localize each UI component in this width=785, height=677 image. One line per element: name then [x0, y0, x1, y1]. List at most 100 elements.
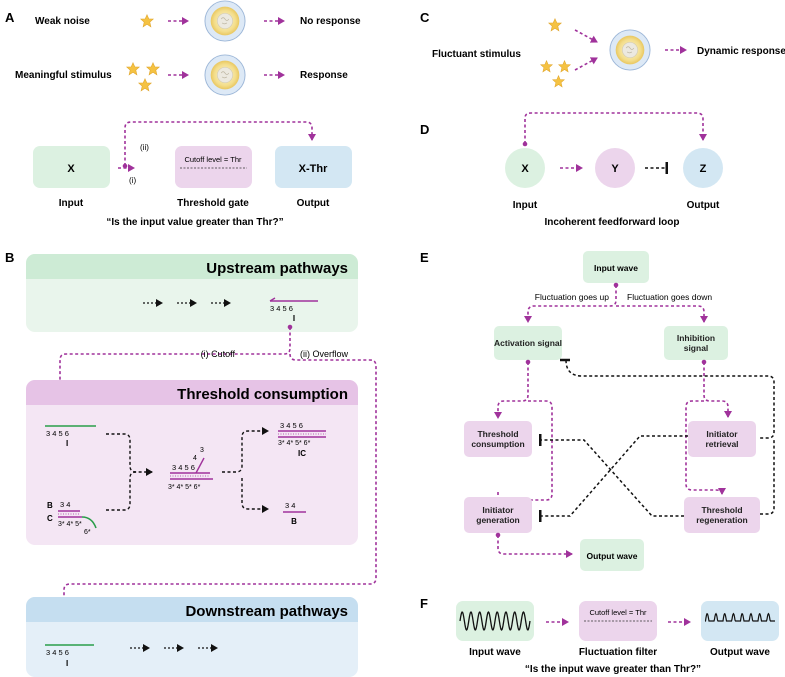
caption: Incoherent feedforward loop [544, 217, 679, 228]
output-wave-node [580, 539, 644, 571]
node-y-label: Y [611, 163, 619, 175]
domain-labels: 3 4 5 6 [280, 421, 303, 430]
domain-labels: 3 4 5 6 [172, 463, 195, 472]
marker-i: (i) [129, 176, 136, 185]
panel-letter: D [420, 122, 429, 137]
downstream-title: Downstream pathways [185, 603, 348, 620]
star-icon [146, 62, 160, 76]
panel-letter: C [420, 10, 430, 25]
node-y [595, 148, 635, 188]
panel-letter: F [420, 596, 428, 611]
strand-b-label: B [47, 501, 53, 510]
domain-4: 4 [193, 455, 197, 462]
split-arrow [241, 478, 269, 513]
cell-icon [204, 54, 246, 96]
no-response-label: No response [300, 16, 361, 27]
goes-up-label: Fluctuation goes up [535, 292, 609, 302]
overflow-label: (ii) Overflow [300, 349, 349, 359]
fluctuation-filter-label: Fluctuation filter [579, 647, 657, 658]
domain-labels: 3* 4* 5* 6* [168, 484, 201, 491]
strand-i-label: I [293, 314, 295, 323]
activation-to-retrieval-line [565, 359, 775, 439]
cell-icon [204, 0, 246, 42]
input-label: Input [59, 198, 84, 209]
input-box-label: X [67, 163, 75, 175]
panel-letter: E [420, 250, 429, 265]
input-wave-trace [459, 611, 531, 631]
star-icon [138, 78, 152, 92]
domain-labels: 3 4 5 6 [46, 429, 69, 438]
goes-down-label: Fluctuation goes down [627, 292, 712, 302]
strand-ic-complex: 3 4 5 6 3* 4* 5* 6* IC [278, 421, 326, 458]
dynamic-response-label: Dynamic response [697, 46, 785, 57]
weak-noise-label: Weak noise [35, 16, 90, 27]
output-wave-label: Output wave [586, 551, 637, 561]
output-label: Output [297, 198, 330, 209]
domain-6star: 6* [84, 529, 91, 536]
regeneration-link [760, 438, 775, 515]
domain-labels: 3* 4* 5* 6* [278, 440, 311, 447]
dashed-arrow [574, 29, 598, 43]
threshold-regeneration-label: Threshold regeneration [696, 505, 748, 525]
threshold-consumption-panel [26, 380, 358, 545]
input-wave-label: Input wave [469, 647, 521, 658]
panel-a: A Weak noise No response Meaningful stim… [5, 0, 361, 228]
panel-e: E Input wave Fluctuation goes up Fluctua… [420, 250, 775, 571]
cutoff-arrow [56, 324, 293, 411]
star-icon [126, 62, 140, 76]
question: “Is the input wave greater than Thr?” [525, 664, 701, 675]
panel-c: C Fluctuant stimulus Dynamic response [420, 10, 785, 88]
initiator-retrieval-label: Initiator retrieval [705, 429, 739, 449]
node-x [505, 148, 545, 188]
strand-bc-complex: B 3 4 C 3* 4* 5* 6* [47, 500, 97, 536]
domain-labels: 3* 4* 5* [58, 521, 82, 528]
panel-f: F Cutoff level = Thr Input wave Fluctuat… [420, 596, 779, 675]
strand-b-label: B [291, 517, 297, 526]
output-label: Output [687, 200, 720, 211]
cutoff-label: Cutoff level = Thr [589, 608, 647, 617]
initiator-generation-label: Initiator generation [476, 505, 520, 525]
up-arrow [524, 282, 619, 323]
domain-labels: 3 4 [60, 500, 70, 509]
question: “Is the input value greater than Thr?” [106, 217, 283, 228]
threshold-gate-label: Threshold gate [177, 198, 249, 209]
strand-i-complex: 3 4 5 6 I [45, 425, 96, 448]
x-to-z-arrow [522, 112, 707, 147]
inhibition-label: Inhibition signal [676, 333, 716, 353]
activation-node [494, 326, 562, 360]
node-z [683, 148, 723, 188]
overflow-arrow [122, 121, 316, 169]
node-z-label: Z [700, 163, 707, 175]
strand-ic-label: IC [298, 449, 306, 458]
act-to-consumption [494, 359, 531, 419]
fluctuation-filter-box [579, 601, 657, 641]
threshold-regeneration-node [684, 497, 760, 533]
input-label: Input [513, 200, 538, 211]
panel-d: D X Y Z Input Output Incoherent feedforw… [420, 112, 723, 228]
initiator-retrieval-node [688, 421, 756, 457]
inhibition-node [664, 326, 728, 360]
regeneration-inhibits-consumption [539, 434, 684, 517]
output-wave-trace [704, 612, 775, 622]
retrieval-inhibits-generation [539, 435, 688, 522]
domain-labels: 3 4 [285, 501, 295, 510]
threshold-gate-box [175, 146, 252, 188]
star-icon [558, 60, 571, 73]
initiator-generation-node [464, 497, 532, 533]
input-wave-node [583, 251, 649, 283]
star-icon [140, 14, 154, 28]
inh-to-retrieval [701, 359, 732, 418]
overflow-arrow [60, 353, 377, 633]
panel-b: B Upstream pathways 3 4 5 6 I (i) Cutoff… [5, 250, 377, 677]
domain-labels: 3 4 5 6 [46, 648, 69, 657]
dashed-arrow [574, 57, 598, 71]
to-output-arrow [495, 532, 573, 558]
domain-labels: 3 4 5 6 [270, 304, 293, 313]
strand-c-label: C [47, 514, 53, 523]
input-wave-label: Input wave [594, 263, 638, 273]
output-box-label: X-Thr [299, 163, 328, 175]
response-label: Response [300, 70, 348, 81]
star-icon [540, 60, 553, 73]
threshold-consumption-title: Threshold consumption [177, 386, 348, 403]
